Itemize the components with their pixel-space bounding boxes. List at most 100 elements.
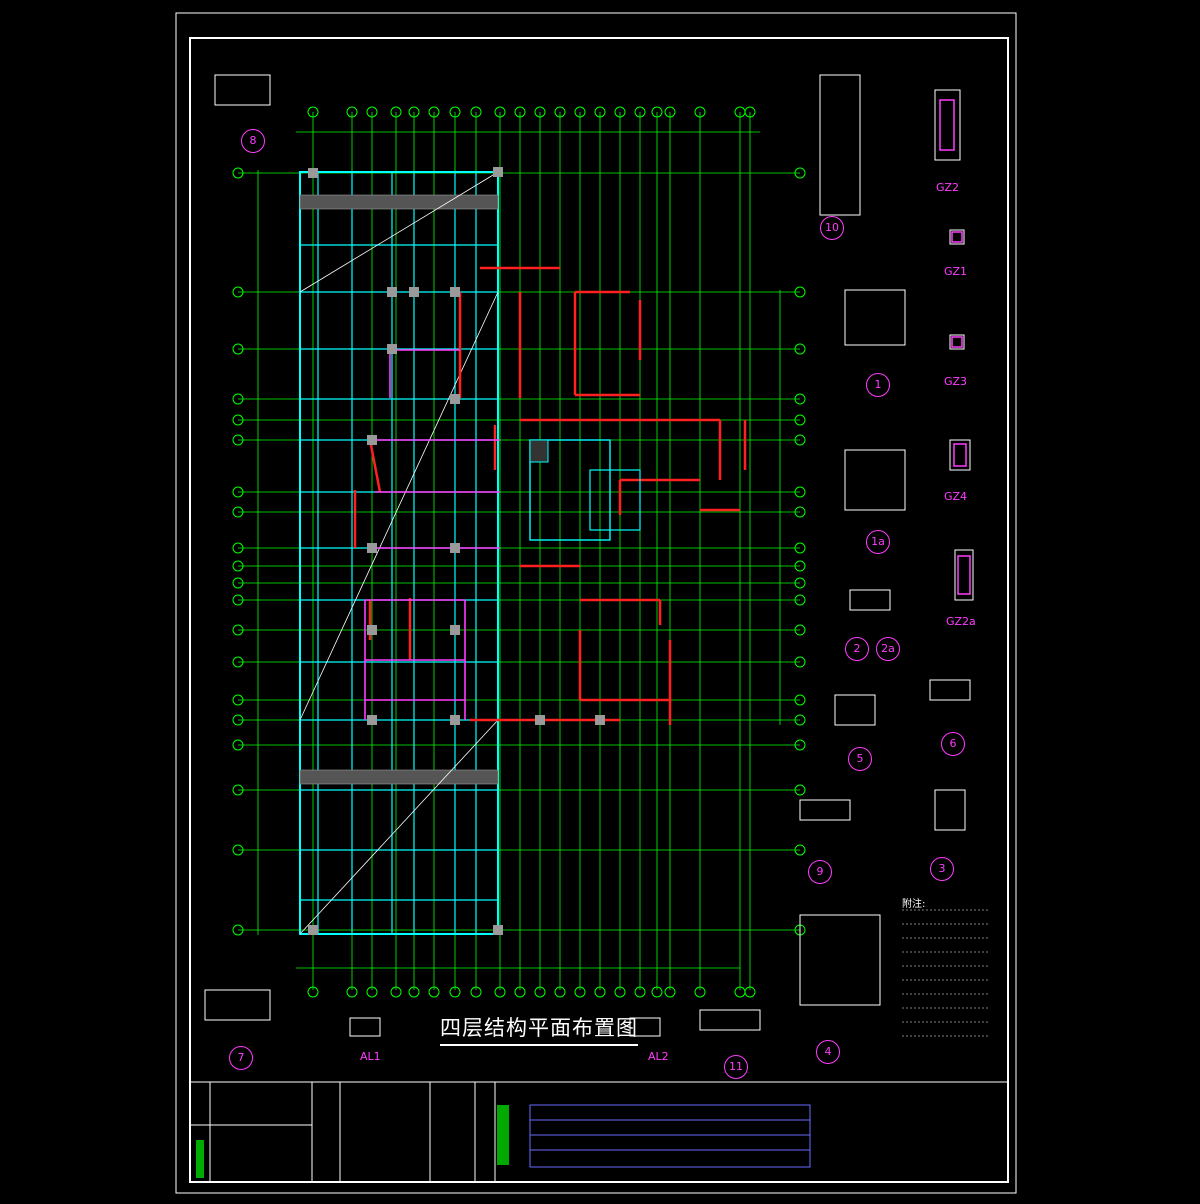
axis-bubble-bottom xyxy=(694,986,706,998)
axis-bubble-left xyxy=(232,343,244,355)
detail-sketch xyxy=(849,589,891,611)
detail-rebar xyxy=(951,336,963,348)
axis-bubble-top xyxy=(694,106,706,118)
axis-bubble-right xyxy=(794,414,806,426)
notes-heading: 附注: xyxy=(902,899,926,910)
axis-bubble-bottom xyxy=(346,986,358,998)
section-label-al1: AL1 xyxy=(360,1050,381,1063)
detail-sketch xyxy=(349,1017,381,1037)
axis-bubble-left xyxy=(232,924,244,936)
column xyxy=(450,625,460,635)
section-label-gz2: GZ2 xyxy=(936,181,960,194)
axis-bubble-left xyxy=(232,542,244,554)
axis-bubble-top xyxy=(366,106,378,118)
axis-bubble-top xyxy=(408,106,420,118)
axis-bubble-top xyxy=(664,106,676,118)
axis-bubble-right xyxy=(794,739,806,751)
axis-bubble-left xyxy=(232,594,244,606)
axis-bubble-bottom xyxy=(534,986,546,998)
detail-circle-3: 3 xyxy=(930,857,954,881)
detail-circle-1: 1 xyxy=(866,373,890,397)
axis-bubble-left xyxy=(232,714,244,726)
detail-sketch xyxy=(844,449,906,511)
axis-bubble-right xyxy=(794,542,806,554)
detail-sketch xyxy=(834,694,876,726)
detail-circle-9: 9 xyxy=(808,860,832,884)
axis-bubble-right xyxy=(794,844,806,856)
axis-bubble-bottom xyxy=(594,986,606,998)
axis-bubble-top xyxy=(744,106,756,118)
detail-circle-6: 6 xyxy=(941,732,965,756)
axis-bubble-right xyxy=(794,393,806,405)
detail-sketch xyxy=(934,89,961,161)
grid-lines xyxy=(232,106,806,998)
title-block-green-bars xyxy=(196,1105,509,1178)
axis-bubble-right xyxy=(794,286,806,298)
detail-sketch xyxy=(929,679,971,701)
detail-rebar xyxy=(939,99,955,151)
axis-bubble-bottom xyxy=(366,986,378,998)
column xyxy=(595,715,605,725)
detail-rebar xyxy=(953,443,967,467)
column xyxy=(450,715,460,725)
axis-bubble-bottom xyxy=(514,986,526,998)
axis-bubble-top xyxy=(614,106,626,118)
axis-bubble-left xyxy=(232,286,244,298)
axis-bubble-bottom xyxy=(307,986,319,998)
shear-wall xyxy=(368,439,382,493)
axis-bubble-top xyxy=(534,106,546,118)
axis-bubble-top xyxy=(514,106,526,118)
detail-sketch xyxy=(949,229,965,245)
axis-bubble-left xyxy=(232,784,244,796)
axis-bubble-top xyxy=(449,106,461,118)
column xyxy=(308,925,318,935)
column xyxy=(450,394,460,404)
axis-bubble-bottom xyxy=(651,986,663,998)
detail-sketch xyxy=(799,799,851,821)
axis-bubble-right xyxy=(794,784,806,796)
axis-bubble-bottom xyxy=(664,986,676,998)
axis-bubble-top xyxy=(574,106,586,118)
axis-bubble-bottom xyxy=(390,986,402,998)
axis-bubble-right xyxy=(794,343,806,355)
axis-bubble-right xyxy=(794,486,806,498)
column xyxy=(535,715,545,725)
detail-circle-7: 7 xyxy=(229,1046,253,1070)
axis-bubble-top xyxy=(634,106,646,118)
axis-bubble-top xyxy=(428,106,440,118)
drawing-title: 四层结构平面布置图 xyxy=(440,1012,638,1046)
axis-bubble-top xyxy=(307,106,319,118)
axis-bubble-left xyxy=(232,694,244,706)
axis-bubble-top xyxy=(346,106,358,118)
left-wing-outline xyxy=(299,171,499,935)
detail-sketch xyxy=(844,289,906,346)
axis-bubble-bottom xyxy=(744,986,756,998)
hatch-band-top xyxy=(299,194,499,210)
axis-bubble-top xyxy=(470,106,482,118)
detail-sketch xyxy=(949,334,965,350)
column xyxy=(493,167,503,177)
core-box xyxy=(589,469,641,531)
axis-bubble-left xyxy=(232,393,244,405)
column xyxy=(387,344,397,354)
detail-sketch xyxy=(699,1009,761,1031)
axis-bubble-bottom xyxy=(554,986,566,998)
axis-bubble-left xyxy=(232,414,244,426)
column xyxy=(493,925,503,935)
section-label-gz2a: GZ2a xyxy=(946,615,976,628)
outer-border xyxy=(175,12,1017,1194)
axis-bubble-top xyxy=(494,106,506,118)
hatch-band-bottom xyxy=(299,769,499,785)
detail-sketch xyxy=(934,789,966,831)
column xyxy=(367,543,377,553)
detail-circle-10: 10 xyxy=(820,216,844,240)
axis-bubble-top xyxy=(554,106,566,118)
axis-bubble-bottom xyxy=(614,986,626,998)
detail-circle-1a: 1a xyxy=(866,530,890,554)
detail-sketch xyxy=(214,74,271,106)
section-label-al2: AL2 xyxy=(648,1050,669,1063)
detail-sketch xyxy=(819,74,861,216)
axis-bubble-right xyxy=(794,560,806,572)
diagonal-line xyxy=(299,291,499,721)
